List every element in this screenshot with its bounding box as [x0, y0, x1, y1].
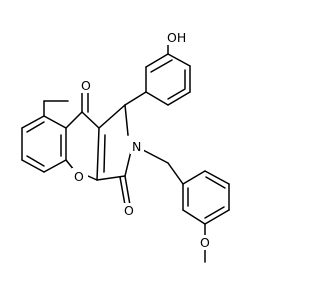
ketone-right-oxygen-label: O [124, 203, 134, 218]
bond [167, 162, 184, 185]
bond [43, 159, 67, 173]
bond [167, 88, 186, 100]
bond [103, 134, 106, 173]
bond [167, 91, 191, 106]
bond [182, 209, 206, 225]
bond [142, 149, 169, 164]
bond [21, 159, 45, 173]
molecule-structure-canvas: OH O N O O O [21, 30, 230, 263]
bond [205, 176, 226, 189]
bond [124, 91, 147, 106]
bond [26, 121, 45, 133]
bond [204, 209, 230, 225]
bond [167, 53, 191, 67]
bond [204, 206, 225, 219]
bond [87, 175, 98, 181]
bond [98, 104, 126, 129]
bond [65, 111, 83, 129]
bond [21, 115, 45, 129]
molecule-structure: OH O N O O O [21, 30, 230, 263]
bond [204, 170, 230, 185]
hydroxyl-label: OH [167, 30, 186, 45]
bond [26, 155, 45, 167]
bond [150, 59, 173, 73]
nitrogen-label: N [132, 139, 141, 154]
bond [182, 170, 206, 185]
bond [119, 176, 126, 206]
bond [145, 91, 169, 106]
ketone-top-oxygen-label: O [81, 78, 91, 93]
ring-oxygen-label: O [74, 169, 84, 184]
bond [81, 111, 100, 129]
bond [96, 127, 100, 181]
bond [124, 104, 129, 136]
bond [43, 115, 67, 129]
methoxy-oxygen-label: O [200, 235, 210, 250]
bond [145, 53, 169, 68]
bond [124, 175, 131, 206]
atom-labels: OH O N O O O [72, 30, 212, 250]
bonds [21, 43, 230, 263]
